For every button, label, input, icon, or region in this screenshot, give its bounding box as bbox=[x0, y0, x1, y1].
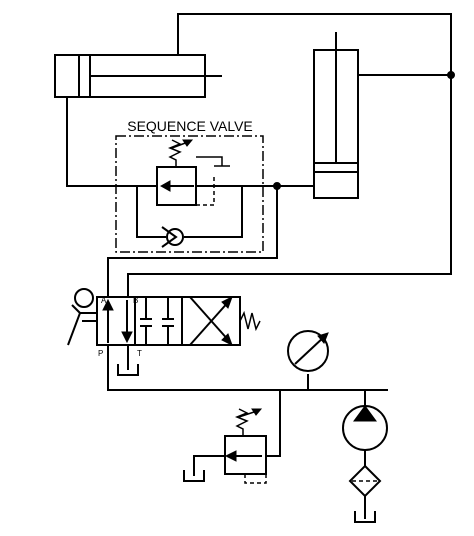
directional-valve: A B P T bbox=[96, 295, 261, 376]
junction-dots bbox=[273, 71, 455, 190]
relief-valve bbox=[183, 408, 267, 484]
check-valve bbox=[161, 226, 184, 248]
pump-icon bbox=[342, 390, 388, 466]
port-p-label: P bbox=[98, 349, 103, 358]
manual-lever-icon bbox=[67, 288, 97, 346]
port-a-label: A bbox=[101, 296, 107, 305]
sequence-valve: SEQUENCE VALVE bbox=[115, 118, 264, 253]
port-b-label: B bbox=[133, 296, 138, 305]
pressure-gauge-icon bbox=[287, 330, 329, 372]
filter-icon bbox=[348, 464, 382, 523]
port-t-label: T bbox=[137, 349, 142, 358]
hydraulic-lines bbox=[66, 13, 452, 457]
horizontal-cylinder bbox=[54, 54, 222, 98]
sequence-valve-label: SEQUENCE VALVE bbox=[127, 118, 253, 134]
vertical-cylinder bbox=[313, 32, 359, 199]
